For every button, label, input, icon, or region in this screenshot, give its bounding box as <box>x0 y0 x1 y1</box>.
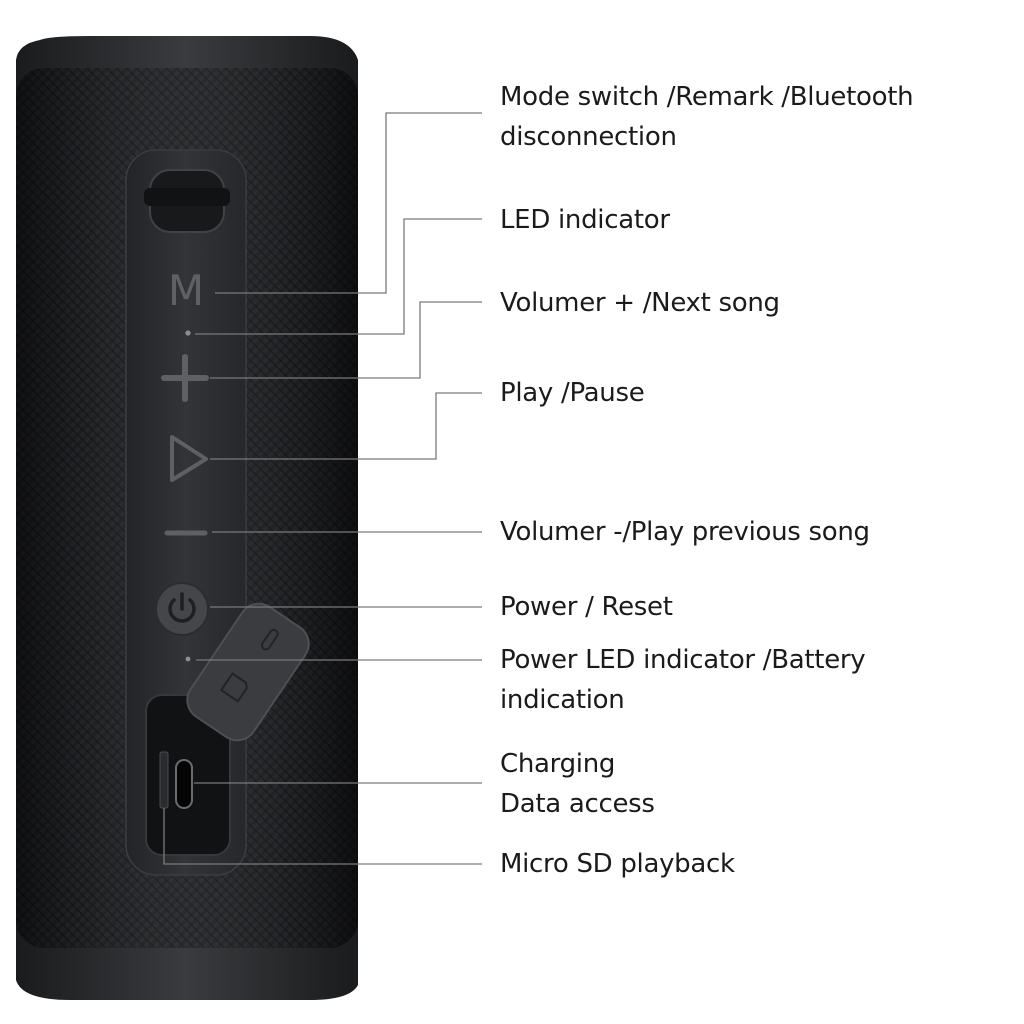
lanyard-loop-icon <box>144 169 230 233</box>
label-volume-down: Volumer -/Play previous song <box>500 512 870 552</box>
leader-volume-up <box>210 301 482 379</box>
label-micro-sd: Micro SD playback <box>500 844 735 884</box>
power-led-dot <box>185 656 191 662</box>
rubber-port-cover[interactable] <box>180 596 317 748</box>
label-charging-line2: Data access <box>500 789 655 819</box>
label-micro-sd-line1: Micro SD playback <box>500 849 735 879</box>
label-led-indicator: LED indicator <box>500 200 670 240</box>
led-indicator-dot <box>185 330 191 336</box>
label-play-pause-line1: Play /Pause <box>500 378 645 408</box>
label-power-reset-line1: Power / Reset <box>500 592 673 622</box>
label-mode-switch: Mode switch /Remark /Bluetooth disconnec… <box>500 77 914 157</box>
label-volume-up: Volumer + /Next song <box>500 283 780 323</box>
power-icon <box>168 592 196 623</box>
plus-icon[interactable] <box>161 354 209 402</box>
power-button[interactable] <box>155 582 209 636</box>
label-led-indicator-line1: LED indicator <box>500 205 670 235</box>
label-mode-switch-line2: disconnection <box>500 122 677 152</box>
leader-micro-sd <box>163 808 482 865</box>
leader-led <box>195 218 482 335</box>
usb-c-port[interactable] <box>175 759 193 809</box>
label-volume-down-line1: Volumer -/Play previous song <box>500 517 870 547</box>
leader-mode <box>215 112 482 294</box>
mode-button[interactable]: M <box>168 266 204 315</box>
leader-lines <box>163 112 482 865</box>
label-power-led: Power LED indicator /Battery indication <box>500 640 866 720</box>
label-play-pause: Play /Pause <box>500 373 645 413</box>
label-volume-up-line1: Volumer + /Next song <box>500 288 780 318</box>
label-mode-switch-line1: Mode switch /Remark /Bluetooth <box>500 82 914 112</box>
label-power-reset: Power / Reset <box>500 587 673 627</box>
play-triangle-icon[interactable] <box>170 435 208 482</box>
label-power-led-line2: indication <box>500 685 625 715</box>
label-charging: Charging Data access <box>500 744 655 824</box>
label-power-led-line1: Power LED indicator /Battery <box>500 645 866 675</box>
micro-sd-slot[interactable] <box>159 751 169 809</box>
label-charging-line1: Charging <box>500 749 616 779</box>
leader-play <box>210 392 482 460</box>
